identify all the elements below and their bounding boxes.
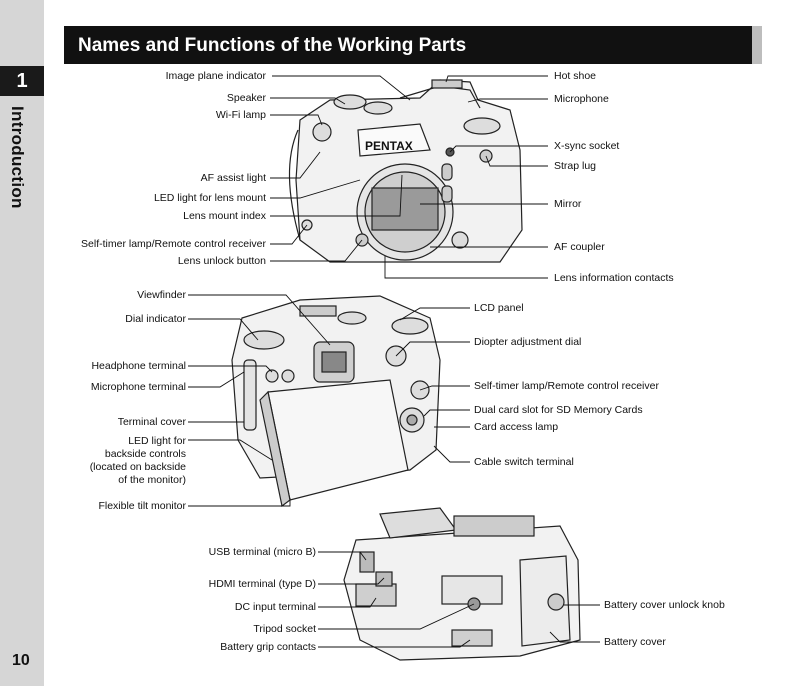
label-hdmi-terminal: HDMI terminal (type D) bbox=[208, 578, 316, 590]
label-lens-unlock-button: Lens unlock button bbox=[177, 255, 266, 267]
label-dc-input-terminal: DC input terminal bbox=[234, 601, 316, 613]
label-led-light-backside-4: of the monitor) bbox=[118, 474, 186, 486]
label-cable-switch-terminal: Cable switch terminal bbox=[474, 456, 574, 468]
label-image-plane-indicator: Image plane indicator bbox=[165, 70, 266, 82]
label-diopter-adjustment-dial: Diopter adjustment dial bbox=[474, 336, 582, 348]
label-self-timer-lamp-back: Self-timer lamp/Remote control receiver bbox=[474, 380, 659, 392]
label-microphone: Microphone bbox=[554, 93, 609, 105]
label-card-access-lamp: Card access lamp bbox=[474, 421, 559, 433]
label-flexible-tilt-monitor: Flexible tilt monitor bbox=[98, 500, 186, 512]
label-af-assist-light: AF assist light bbox=[200, 172, 266, 184]
label-strap-lug: Strap lug bbox=[554, 160, 597, 172]
label-led-light-lens-mount: LED light for lens mount bbox=[153, 192, 266, 204]
chapter-title: Introduction bbox=[8, 106, 27, 209]
chapter-sidebar bbox=[0, 0, 44, 686]
label-battery-cover: Battery cover bbox=[604, 636, 666, 648]
camera-brand-logo: PENTAX bbox=[365, 139, 413, 153]
label-led-light-backside-3: (located on backside bbox=[89, 461, 186, 473]
label-viewfinder: Viewfinder bbox=[137, 289, 186, 301]
label-led-light-backside-1: LED light for bbox=[128, 435, 186, 447]
label-led-light-backside-2: backside controls bbox=[104, 448, 186, 460]
label-mirror: Mirror bbox=[554, 198, 582, 210]
label-battery-cover-unlock-knob: Battery cover unlock knob bbox=[604, 599, 725, 611]
label-x-sync-socket: X-sync socket bbox=[554, 140, 620, 152]
title-bar-accent bbox=[752, 26, 762, 64]
label-lens-mount-index: Lens mount index bbox=[183, 210, 266, 222]
label-wifi-lamp: Wi-Fi lamp bbox=[215, 109, 266, 121]
label-battery-grip-contacts: Battery grip contacts bbox=[220, 641, 316, 653]
page-number: 10 bbox=[12, 652, 30, 669]
label-lens-information-contacts: Lens information contacts bbox=[554, 272, 674, 284]
label-af-coupler: AF coupler bbox=[554, 241, 605, 253]
label-headphone-terminal: Headphone terminal bbox=[91, 360, 186, 372]
label-dial-indicator: Dial indicator bbox=[125, 313, 186, 325]
label-speaker: Speaker bbox=[226, 92, 266, 104]
label-self-timer-lamp-front: Self-timer lamp/Remote control receiver bbox=[81, 238, 266, 250]
section-title: Names and Functions of the Working Parts bbox=[64, 26, 752, 64]
label-hot-shoe: Hot shoe bbox=[554, 70, 597, 82]
chapter-number: 1 bbox=[0, 66, 44, 96]
label-lcd-panel: LCD panel bbox=[474, 302, 524, 314]
label-tripod-socket: Tripod socket bbox=[253, 623, 316, 635]
label-terminal-cover: Terminal cover bbox=[117, 416, 186, 428]
label-dual-card-slot: Dual card slot for SD Memory Cards bbox=[474, 404, 643, 416]
label-microphone-terminal: Microphone terminal bbox=[90, 381, 186, 393]
label-usb-terminal: USB terminal (micro B) bbox=[208, 546, 316, 558]
